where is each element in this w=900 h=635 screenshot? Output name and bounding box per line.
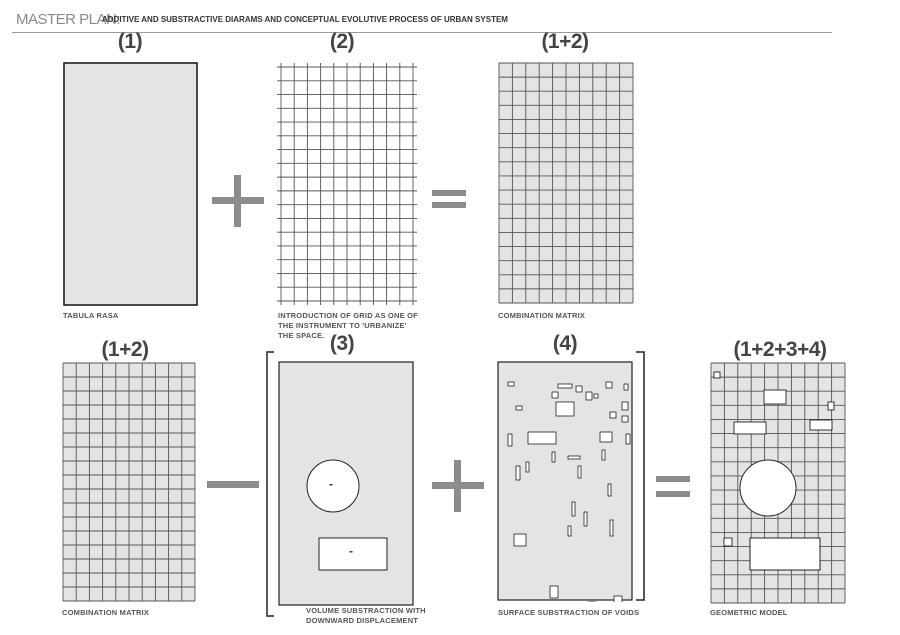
void-rect bbox=[585, 391, 593, 401]
minus-mark-circle: - bbox=[329, 477, 333, 491]
equals-operator-2 bbox=[656, 474, 690, 500]
plus-operator-2 bbox=[432, 460, 484, 512]
void-rect bbox=[625, 433, 631, 445]
label-2: (2) bbox=[329, 30, 355, 53]
label-1-2: (1+2) bbox=[541, 30, 589, 53]
model-rect-void bbox=[749, 537, 821, 571]
caption-tabula: TABULA RASA bbox=[63, 311, 119, 320]
void-rect bbox=[607, 483, 612, 497]
caption-volume-line2: DOWNWARD DISPLACEMENT bbox=[306, 616, 419, 625]
void-rect bbox=[557, 383, 573, 389]
caption-grid-line3: THE SPACE. bbox=[278, 331, 325, 340]
void-rect bbox=[583, 511, 588, 527]
model-void bbox=[733, 421, 767, 435]
void-rect bbox=[567, 525, 572, 537]
caption-volume-line1: VOLUME SUBSTRACTION WITH bbox=[306, 606, 426, 615]
void-rect bbox=[621, 401, 629, 411]
void-rect bbox=[571, 501, 576, 517]
caption-model: GEOMETRIC MODEL bbox=[710, 608, 788, 617]
label-3: (3) bbox=[329, 332, 355, 355]
combination-matrix-panel bbox=[498, 62, 634, 304]
plus-operator-1 bbox=[212, 175, 264, 227]
caption-matrix-row2: COMBINATION MATRIX bbox=[62, 608, 150, 617]
void-rect bbox=[515, 465, 521, 481]
minus-mark-rect: - bbox=[349, 544, 353, 558]
void-rect bbox=[609, 519, 614, 537]
caption-grid-line2: THE INSTRUMENT TO 'URBANIZE' bbox=[278, 321, 407, 330]
circular-void bbox=[306, 459, 360, 513]
rectangular-void bbox=[318, 537, 388, 571]
model-void bbox=[713, 371, 721, 379]
void-rect bbox=[549, 585, 559, 599]
void-rect bbox=[507, 381, 515, 387]
void-rect bbox=[551, 391, 559, 399]
caption-voids: SURFACE SUBSTRACTION OF VOIDS bbox=[498, 608, 640, 617]
page-subtitle: ADDITIVE AND SUBSTRACTIVE DIARAMS AND CO… bbox=[102, 15, 508, 24]
volume-subtraction-panel: - - bbox=[266, 350, 424, 618]
model-void bbox=[827, 401, 835, 411]
void-rect bbox=[599, 431, 613, 443]
equals-operator-1 bbox=[432, 188, 466, 210]
void-rect bbox=[551, 451, 556, 463]
void-rect bbox=[613, 595, 623, 602]
caption-volume: VOLUME SUBSTRACTION WITH DOWNWARD DISPLA… bbox=[306, 606, 426, 626]
void-rect bbox=[593, 393, 599, 399]
void-rect bbox=[567, 455, 581, 460]
model-void bbox=[723, 537, 733, 547]
void-rect bbox=[577, 465, 582, 479]
caption-grid: INTRODUCTION OF GRID AS ONE OF THE INSTR… bbox=[278, 311, 418, 341]
voids-panel bbox=[496, 350, 648, 602]
title-bar: MASTER PLAN: ADDITIVE AND SUBSTRACTIVE D… bbox=[12, 10, 832, 33]
model-void bbox=[763, 389, 787, 405]
void-rect bbox=[527, 431, 557, 445]
model-circle-void bbox=[739, 459, 797, 517]
void-rect bbox=[601, 449, 606, 461]
geometric-model-panel bbox=[710, 362, 846, 604]
caption-matrix: COMBINATION MATRIX bbox=[498, 311, 586, 320]
void-rect bbox=[515, 405, 523, 411]
label-1-2-row2: (1+2) bbox=[101, 338, 149, 361]
label-4: (4) bbox=[552, 332, 578, 355]
label-1-2-3-4: (1+2+3+4) bbox=[733, 338, 828, 361]
page-title: MASTER PLAN: bbox=[16, 11, 121, 28]
void-rect bbox=[513, 533, 527, 547]
tabula-rasa-panel bbox=[63, 62, 198, 306]
combination-matrix-panel-row2 bbox=[62, 362, 196, 602]
void-rect bbox=[623, 383, 629, 391]
grid-panel bbox=[276, 62, 418, 306]
void-rect bbox=[609, 411, 617, 419]
void-rect bbox=[525, 461, 530, 473]
void-rect bbox=[507, 433, 513, 447]
caption-grid-line1: INTRODUCTION OF GRID AS ONE OF bbox=[278, 311, 418, 320]
minus-operator bbox=[207, 481, 259, 489]
label-1: (1) bbox=[117, 30, 143, 53]
void-rect bbox=[621, 415, 629, 423]
void-rect bbox=[605, 381, 613, 389]
void-rect bbox=[575, 385, 583, 393]
void-rect bbox=[555, 401, 575, 417]
model-void bbox=[809, 419, 833, 431]
